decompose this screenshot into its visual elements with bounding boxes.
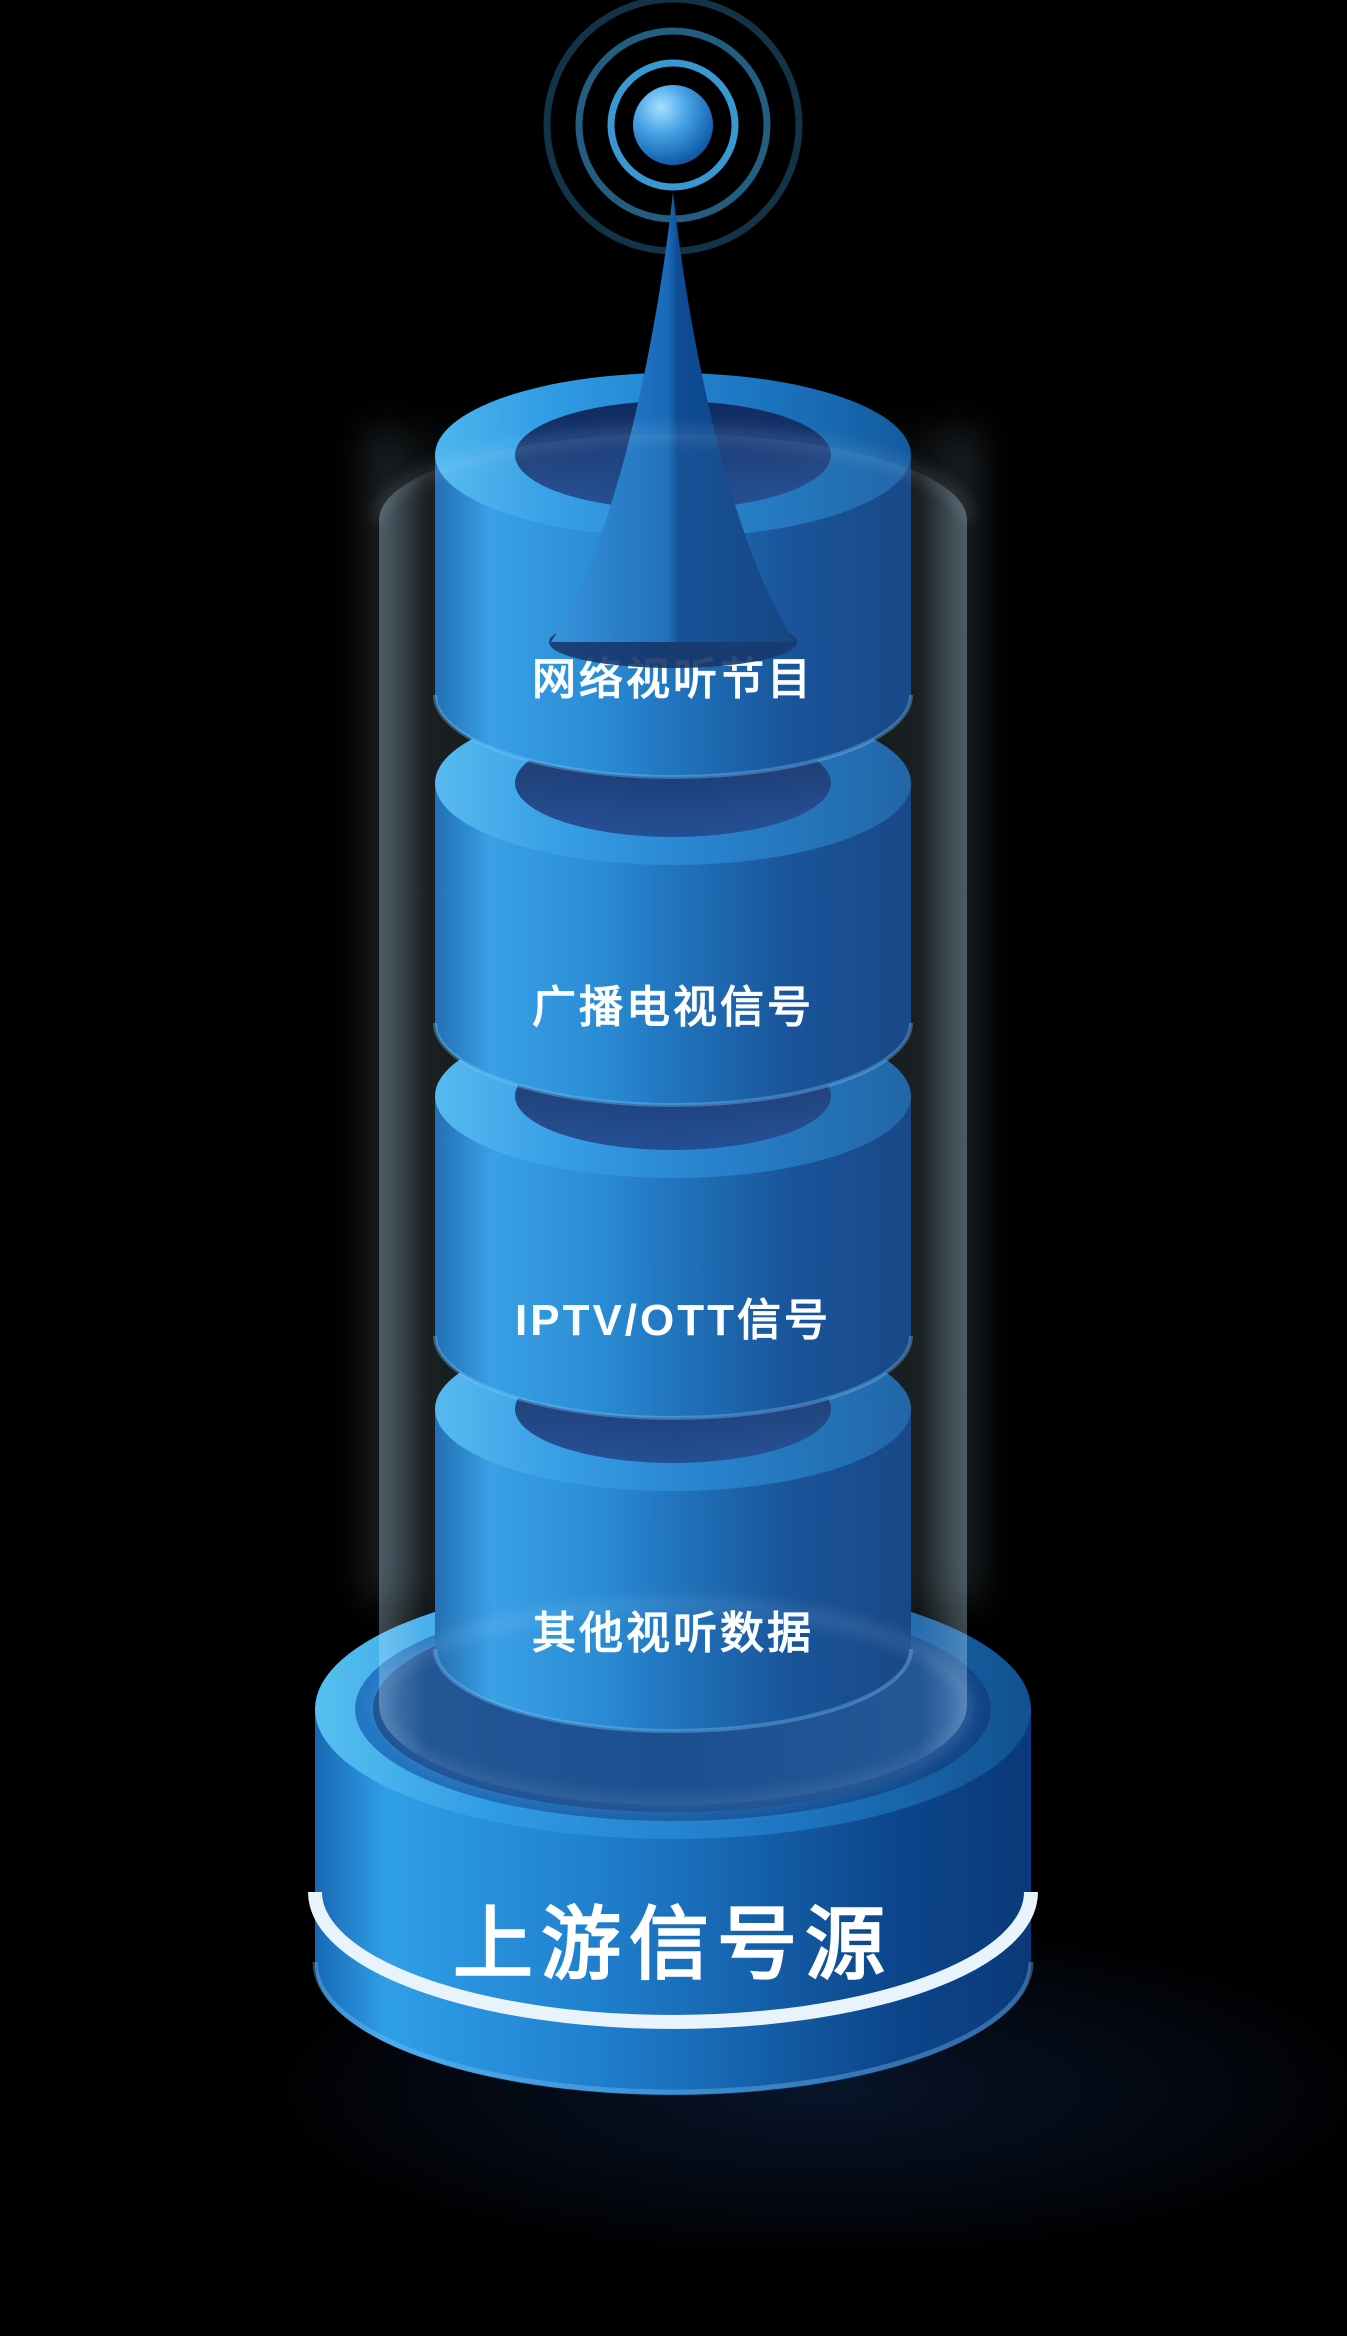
base-bottom-edge [312,1961,1034,2095]
base-label: 上游信号源 [453,1900,893,1989]
antenna-ball [633,85,713,165]
glow-tube [376,431,970,1808]
base-white-ring [308,1891,1038,2029]
